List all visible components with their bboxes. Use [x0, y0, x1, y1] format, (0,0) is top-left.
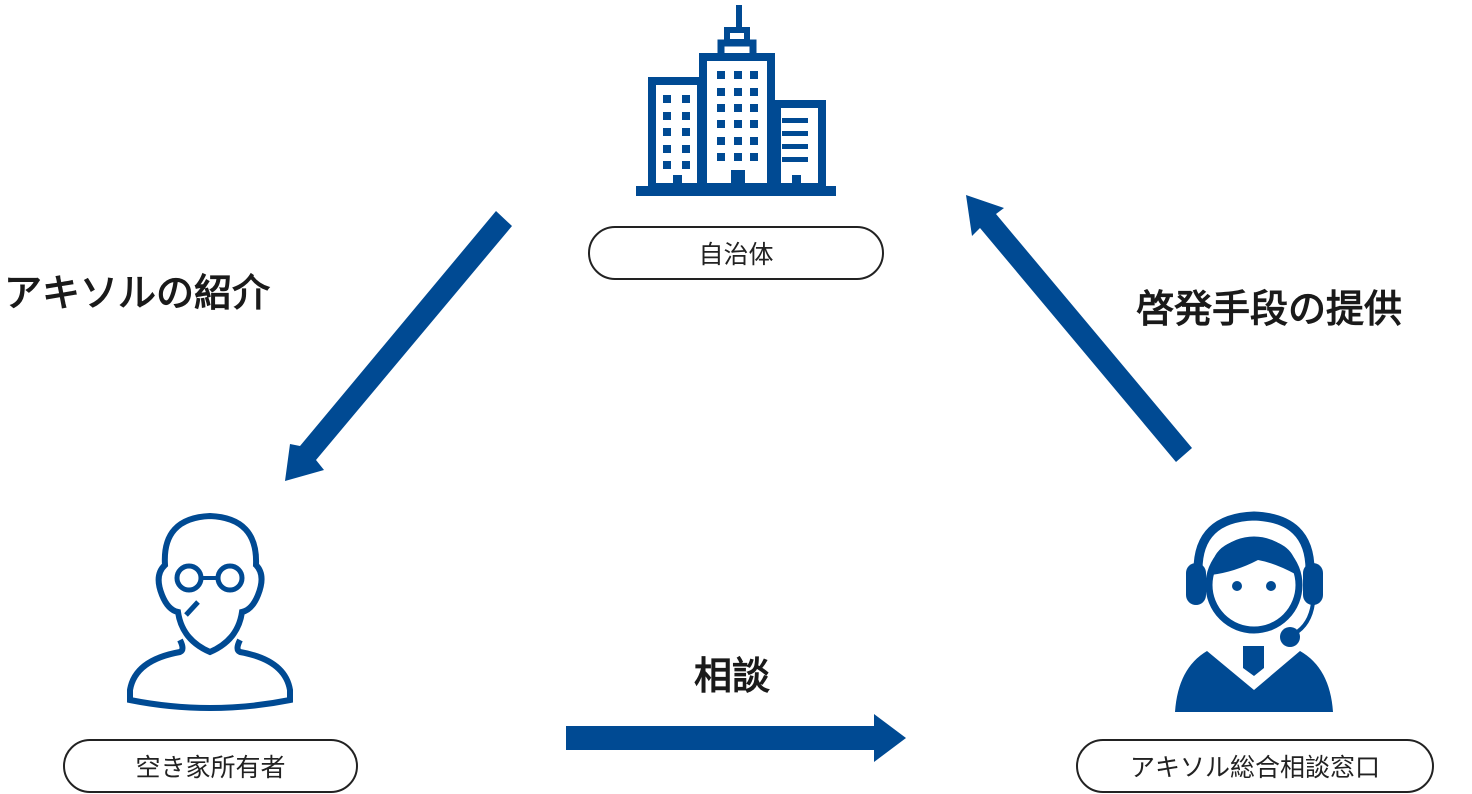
node-label: 自治体: [698, 240, 774, 269]
node-owner: 空き家所有者: [63, 739, 358, 793]
node-label: 空き家所有者: [135, 753, 286, 782]
edge-label-consultation: 相談: [694, 654, 771, 698]
headset-operator-icon: [1175, 511, 1333, 712]
edge-label-awareness: 啓発手段の提供: [1136, 287, 1403, 331]
node-consultation-desk: アキソル総合相談窓口: [1076, 739, 1434, 793]
node-municipality: 自治体: [588, 226, 884, 280]
arrow-introduction: [285, 211, 512, 481]
arrow-awareness: [966, 195, 1192, 462]
building-icon: [636, 5, 836, 196]
elderly-person-icon: [127, 512, 293, 711]
edge-label-introduction: アキソルの紹介: [4, 271, 271, 315]
node-label: アキソル総合相談窓口: [1129, 753, 1380, 782]
arrow-consultation: [566, 714, 906, 762]
